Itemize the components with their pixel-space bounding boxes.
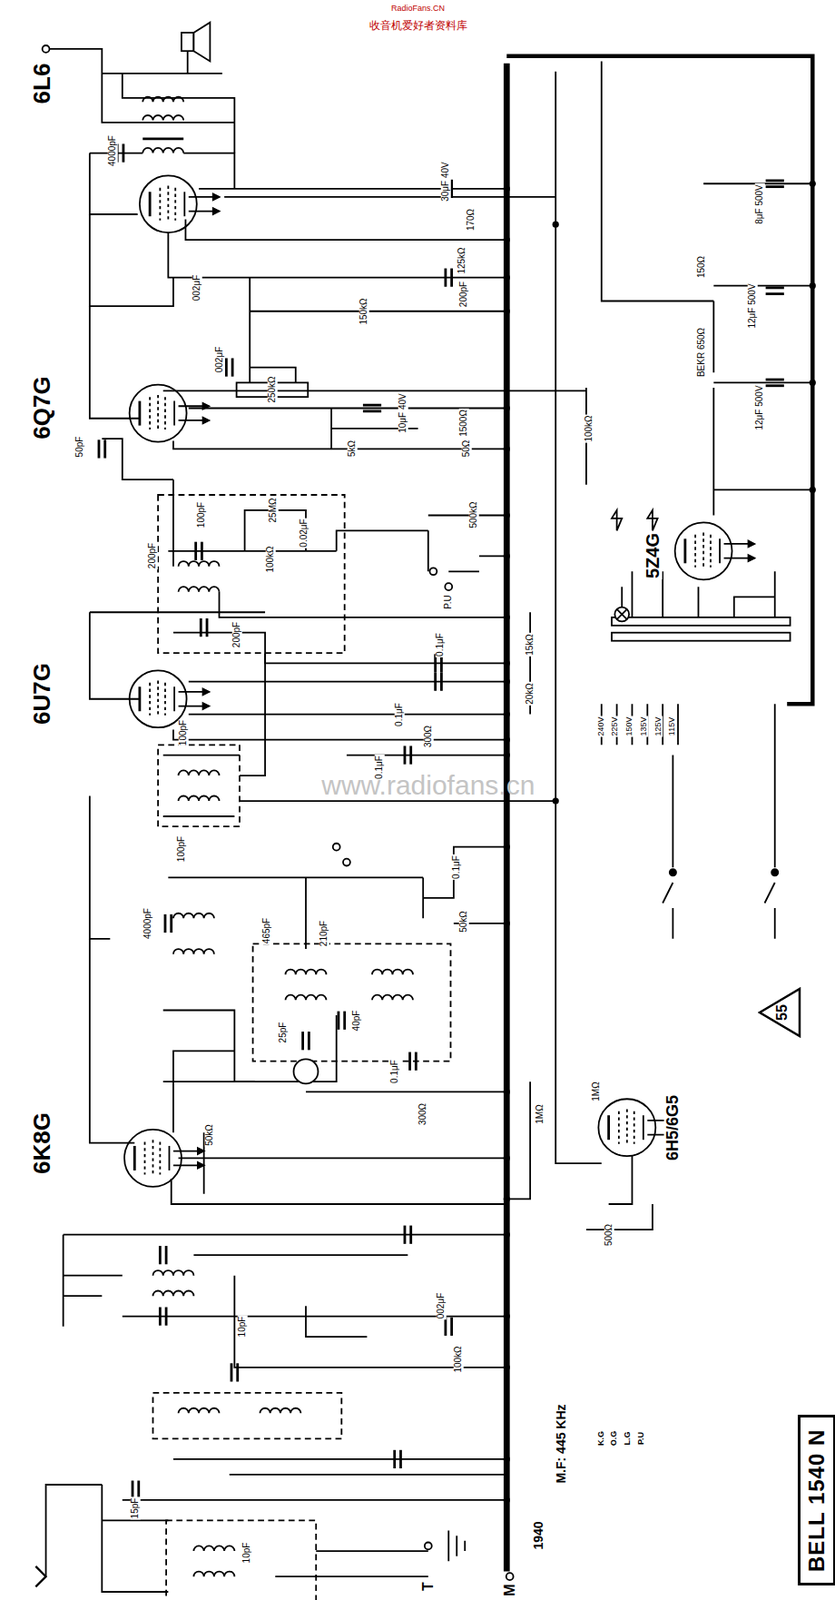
component-value: 0.1μF <box>389 1058 400 1084</box>
voltage-tap: 135V <box>639 716 649 737</box>
mark-text: 55 <box>774 1001 791 1023</box>
component-value: 200pF <box>231 620 242 649</box>
triangle-mark: 55 <box>757 986 802 1038</box>
component-value: 100pF <box>176 835 187 863</box>
component-value: 40pF <box>352 1008 363 1032</box>
watermark-text: 收音机爱好者资料库 <box>368 19 469 32</box>
component-value: 0.1μF <box>435 631 446 658</box>
component-value: 100pF <box>196 501 207 529</box>
component-value: 20kΩ <box>525 681 536 706</box>
component-value: 5kΩ <box>346 439 357 458</box>
component-value: 15kΩ <box>525 632 536 657</box>
component-value: 25MΩ <box>268 496 279 523</box>
watermark-text: www.radiofans.cn <box>320 771 536 801</box>
component-value: 170Ω <box>466 207 477 232</box>
component-value: 210pF <box>319 919 330 947</box>
tube-label: 6U7G <box>30 661 56 726</box>
component-value: 150Ω <box>697 255 708 279</box>
component-value: 50Ω <box>461 439 472 459</box>
tube-label: 6K8G <box>30 1110 56 1175</box>
title-text: BELL 1540 N <box>804 1427 830 1572</box>
switch-position: P.U <box>637 1431 646 1446</box>
tube-label: 6L6 <box>30 62 56 106</box>
component-value: 100kΩ <box>453 1344 464 1373</box>
component-value: 1MΩ <box>591 1080 602 1102</box>
component-value: 4000pF <box>143 906 154 940</box>
component-value: 002μF <box>192 274 203 303</box>
component-value: BEKR 650Ω <box>697 326 708 378</box>
component-value: 100pF <box>178 718 189 747</box>
component-value: 200pF <box>459 279 470 307</box>
switch-position: L.G <box>623 1430 632 1446</box>
component-value: 50pF <box>74 435 85 459</box>
component-value: 100kΩ <box>584 413 595 443</box>
tube-label: 6H5/6G5 <box>664 1093 682 1161</box>
component-value: 8μF 500V <box>755 183 766 226</box>
component-value: 10pF <box>237 1314 248 1337</box>
voltage-tap: 225V <box>611 716 620 737</box>
component-value: 50kΩ <box>205 1122 216 1147</box>
terminal-label: T <box>420 1581 436 1592</box>
tube-label: 6Q7G <box>30 375 56 441</box>
component-value: 0.1μF <box>451 854 462 880</box>
component-value: 50kΩ <box>459 909 470 934</box>
component-value: 1500Ω <box>459 408 470 438</box>
component-value: 300Ω <box>418 1101 429 1126</box>
component-value: 12μF 500V <box>755 384 766 432</box>
component-value: 1MΩ <box>535 1102 546 1124</box>
voltage-tap: 125V <box>654 716 663 737</box>
component-value: 100kΩ <box>265 544 276 573</box>
triangle-outline <box>759 988 800 1036</box>
component-value: 30μF 40V <box>441 160 452 203</box>
title-box: BELL 1540 N <box>797 1414 835 1585</box>
component-value: 0.1μF <box>394 701 405 727</box>
component-value: 300Ω <box>423 724 434 748</box>
note-text: 1940 <box>531 1520 546 1551</box>
component-value: 200pF <box>147 541 158 570</box>
component-value: 002μF <box>436 1291 447 1320</box>
component-value: 125kΩ <box>457 245 468 275</box>
component-value: 15pF <box>130 1495 141 1519</box>
component-value: 25pF <box>278 1021 289 1044</box>
component-value: 4000pF <box>107 134 118 167</box>
component-value: 10pF <box>242 1541 253 1564</box>
voltage-tap: 150V <box>625 716 634 737</box>
voltage-tap: 115V <box>668 716 678 737</box>
switch-position: K.G <box>597 1429 606 1446</box>
component-value: 500Ω <box>603 1222 614 1247</box>
watermark-text: RadioFans.CN <box>390 4 446 13</box>
component-value: 0.02μF <box>298 517 309 548</box>
voltage-tap: 240V <box>597 716 606 737</box>
component-value: 150kΩ <box>359 296 370 325</box>
component-value: 002μF <box>214 344 225 374</box>
component-value: 10μF 40V <box>397 392 408 434</box>
note-text: M.F: 445 KHz <box>553 1403 568 1484</box>
tube-label: 5Z4G <box>642 531 662 580</box>
component-value: 500kΩ <box>469 501 480 530</box>
terminal-label: M <box>501 1581 518 1596</box>
component-value: 12μF 500V <box>747 283 758 330</box>
switch-position: O.G <box>610 1429 619 1447</box>
component-value: 0.1μF <box>374 754 385 780</box>
component-value: 250kΩ <box>267 375 278 404</box>
component-value: 465pF <box>262 916 273 944</box>
component-value: P.U <box>443 593 454 610</box>
